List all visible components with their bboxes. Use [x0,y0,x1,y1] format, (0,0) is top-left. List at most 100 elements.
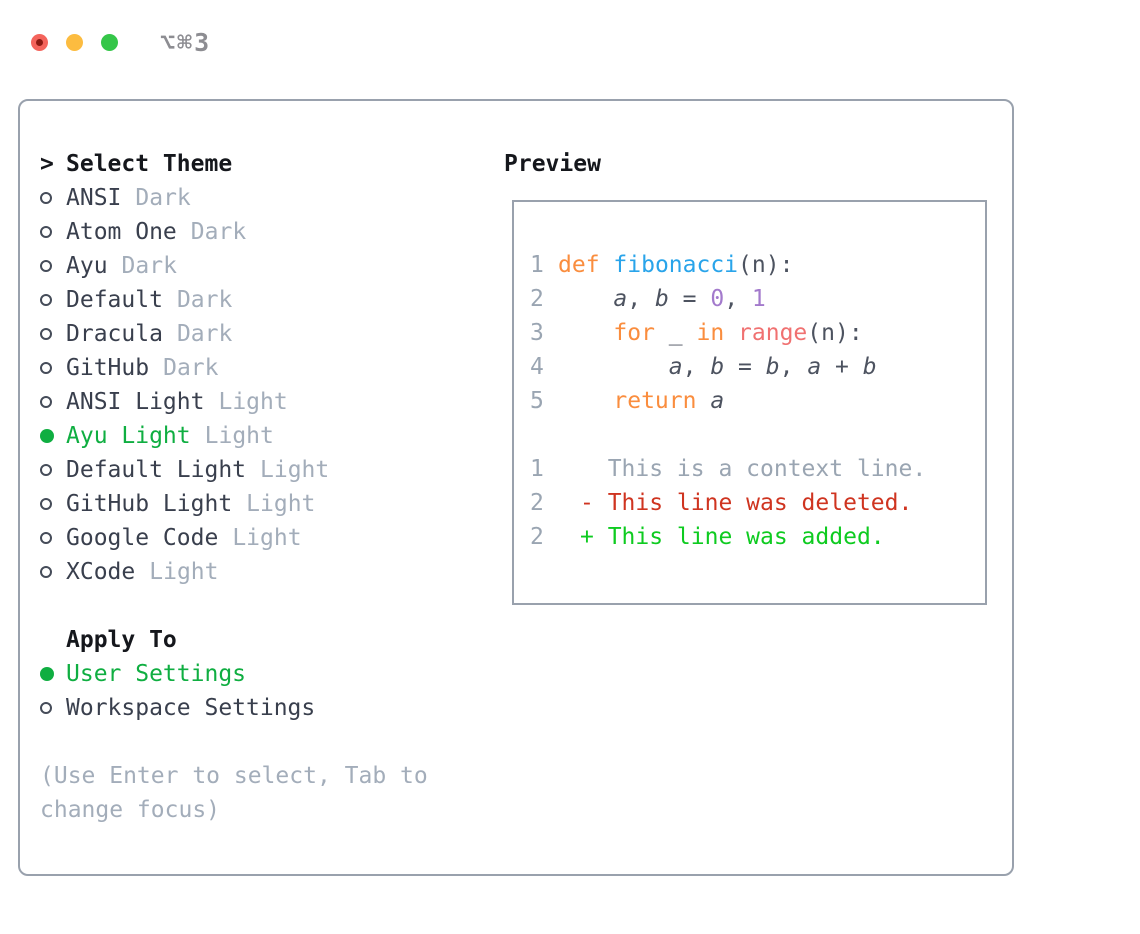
theme-variant-badge: Light [232,525,302,551]
radio-icon [40,192,66,204]
theme-variant-badge: Dark [176,287,233,313]
line-number: 1 [530,456,544,482]
theme-name: Ayu [66,253,108,279]
radio-circle [40,192,52,204]
code-token: a [668,354,683,380]
code-token: return [613,388,697,414]
gap [40,725,490,759]
code-token: (n): [807,320,863,346]
theme-option[interactable]: GitHub Light Light [40,487,490,521]
diff-text: - This line was deleted. [580,490,913,516]
code-token [696,384,710,418]
blank-line [530,418,985,452]
code-token [558,384,613,418]
code-token: , [779,354,808,380]
code-token: , [682,354,711,380]
apply-to-option[interactable]: User Settings [40,657,490,691]
preview-title: Preview [504,151,601,177]
code-token: b [710,354,725,380]
radio-circle [40,532,52,544]
code-token [558,316,613,350]
code-token: 1 [751,286,766,312]
code-token: b [654,286,669,312]
code-token: _ [654,320,697,346]
window-title: ⌥⌘3 [160,28,212,57]
theme-name: Google Code [66,525,219,551]
diff-line: 1 This is a context line. [530,452,985,486]
radio-circle [40,294,52,306]
diff-text: + This line was added. [580,524,885,550]
theme-option[interactable]: XCode Light [40,555,490,589]
theme-name: Default Light [66,457,247,483]
code-token [558,350,669,384]
code-token [724,316,738,350]
record-dot-icon [36,39,43,46]
caret-icon: > [40,151,54,177]
code-line: 3 for _ in range(n): [530,316,985,350]
theme-option[interactable]: Google Code Light [40,521,490,555]
theme-option[interactable]: Default Light Light [40,453,490,487]
radio-circle [40,226,52,238]
theme-name: GitHub [66,355,150,381]
radio-circle [40,362,52,374]
theme-name: ANSI Light [66,389,205,415]
line-number: 2 [530,524,544,550]
theme-variant-badge: Light [149,559,219,585]
theme-list-header: > Select Theme [40,147,490,181]
code-token: range [738,320,808,346]
theme-variant-badge: Light [260,457,330,483]
theme-variant-badge: Light [204,423,274,449]
line-number: 2 [530,286,544,312]
theme-variant-badge: Dark [176,321,233,347]
radio-icon [40,294,66,306]
code-token: + [821,354,863,380]
radio-circle [40,396,52,408]
close-button[interactable] [31,34,48,51]
code-token: a [710,388,725,414]
radio-circle [40,702,52,714]
apply-to-title: Apply To [66,627,177,653]
radio-icon [40,498,66,510]
line-number: 2 [530,490,544,516]
code-token: (n): [738,252,794,278]
diff-line: 2 + This line was added. [530,520,985,554]
radio-icon [40,328,66,340]
apply-to-label: User Settings [66,661,247,687]
code-token: b [862,354,877,380]
code-token: in [696,320,725,346]
titlebar: ⌥⌘3 [31,28,211,57]
code-token: a [807,354,822,380]
zoom-button[interactable] [101,34,118,51]
theme-variant-badge: Light [246,491,316,517]
code-token: def [558,252,600,278]
code-token: b [765,354,780,380]
radio-circle [40,464,52,476]
minimize-button[interactable] [66,34,83,51]
theme-name: Atom One [66,219,177,245]
radio-icon [40,396,66,408]
keyboard-hint: (Use Enter to select, Tab to change focu… [40,763,428,823]
radio-selected-icon [40,429,66,443]
apply-to-label: Workspace Settings [66,695,316,721]
theme-name: GitHub Light [66,491,233,517]
radio-icon [40,260,66,272]
apply-to-option[interactable]: Workspace Settings [40,691,490,725]
code-token: 0 [710,286,725,312]
radio-circle [40,566,52,578]
theme-name: XCode [66,559,136,585]
code-token: , [724,286,752,312]
code-line: 5 return a [530,384,985,418]
code-token: = [668,286,711,312]
line-number: 5 [530,388,544,414]
